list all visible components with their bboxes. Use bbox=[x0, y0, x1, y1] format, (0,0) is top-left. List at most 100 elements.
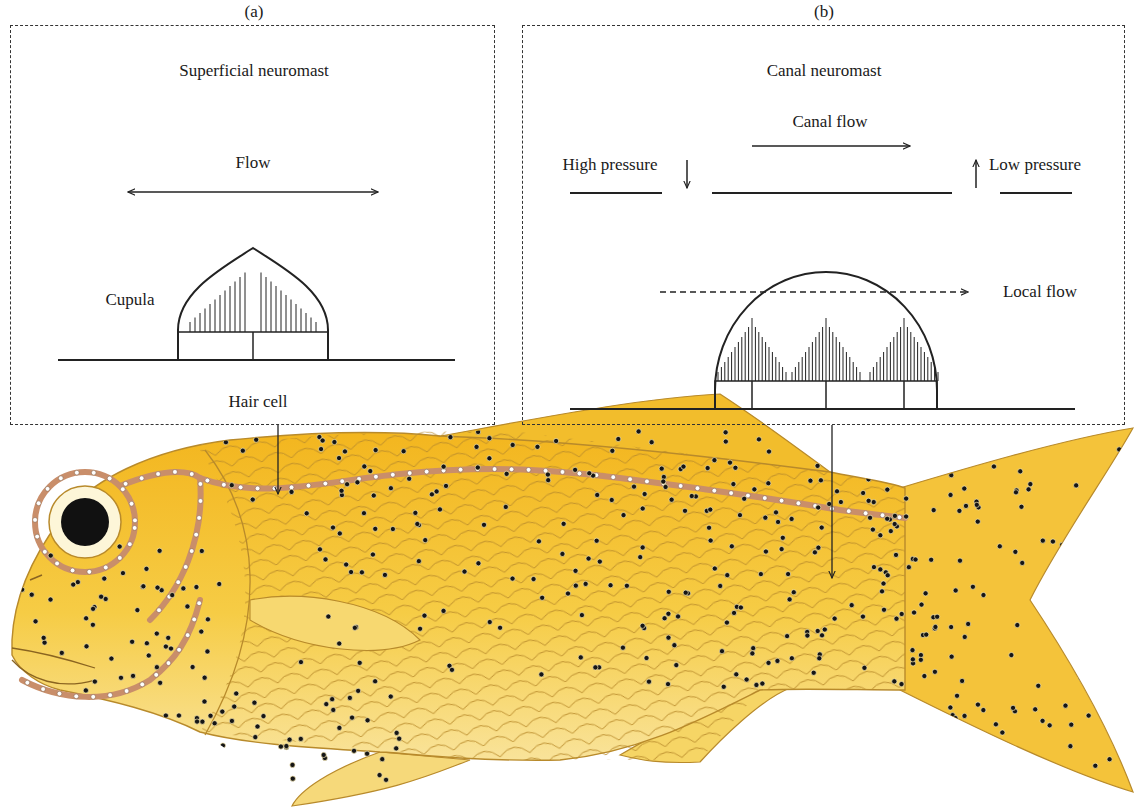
neuromast-dot bbox=[19, 587, 24, 592]
neuromast-dot bbox=[48, 597, 53, 602]
neuromast-dot bbox=[1117, 447, 1122, 452]
neuromast-dot bbox=[733, 465, 738, 470]
neuromast-dot bbox=[913, 557, 918, 562]
neuromast-dot bbox=[1033, 707, 1038, 712]
neuromast-dot bbox=[812, 438, 817, 443]
canal-pore bbox=[205, 478, 210, 483]
neuromast-dot bbox=[729, 544, 734, 549]
neuromast-dot bbox=[1013, 549, 1018, 554]
neuromast-dot bbox=[90, 622, 95, 627]
neuromast-dot bbox=[922, 673, 927, 678]
neuromast-dot bbox=[669, 497, 674, 502]
neuromast-dot bbox=[349, 715, 354, 720]
stereocilium bbox=[917, 342, 918, 381]
stereocilium bbox=[805, 352, 806, 381]
neuromast-dot bbox=[337, 725, 342, 730]
stereocilium bbox=[876, 362, 877, 381]
stereocilium bbox=[860, 372, 861, 381]
canal-pore bbox=[729, 491, 734, 496]
canal-pore bbox=[35, 534, 40, 539]
neuromast-dot bbox=[838, 499, 843, 504]
neuromast-dot bbox=[892, 513, 897, 518]
neuromast-dot bbox=[199, 629, 204, 634]
neuromast-dot bbox=[963, 455, 968, 460]
stereocilium bbox=[782, 367, 783, 381]
neuromast-dot bbox=[905, 468, 910, 473]
canal-pore bbox=[87, 569, 92, 574]
canal-pore bbox=[492, 467, 497, 472]
neuromast-dot bbox=[223, 440, 228, 445]
neuromast-dot bbox=[744, 677, 749, 682]
neuromast-dot bbox=[1107, 527, 1112, 532]
neuromast-dot bbox=[546, 478, 551, 483]
canal-wall bbox=[570, 192, 1072, 194]
neuromast-dot bbox=[481, 522, 486, 527]
neuromast-dot bbox=[28, 691, 33, 696]
stereocilium bbox=[832, 332, 833, 381]
neuromast-dot bbox=[610, 448, 615, 453]
neuromast-dot bbox=[1069, 722, 1074, 727]
neuromast-dot bbox=[289, 489, 294, 494]
neuromast-dot bbox=[819, 633, 824, 638]
neuromast-dot bbox=[388, 694, 393, 699]
hair-bundle bbox=[190, 273, 316, 333]
neuromast-dot bbox=[918, 657, 923, 662]
neuromast-dot bbox=[357, 660, 362, 665]
trunk-canal bbox=[120, 469, 905, 518]
stereocilium bbox=[205, 309, 206, 333]
neuromast-dot bbox=[955, 731, 960, 736]
neuromast-dot bbox=[962, 634, 967, 639]
stereocilium bbox=[220, 295, 221, 332]
neuromast-dot bbox=[609, 497, 614, 502]
leader-arrow bbox=[277, 425, 278, 494]
stereocilium bbox=[748, 327, 749, 381]
neuromast-dot bbox=[659, 466, 664, 471]
neuromast-dot bbox=[41, 635, 46, 640]
part-label: Flow bbox=[234, 153, 273, 173]
neuromast-dot bbox=[975, 519, 980, 524]
stereocilium bbox=[836, 337, 837, 381]
neuromast-dot bbox=[646, 679, 651, 684]
neuromast-dot bbox=[1070, 530, 1075, 535]
neuromast-dot bbox=[616, 436, 621, 441]
neuromast-dot bbox=[640, 623, 645, 628]
stereocilium bbox=[907, 327, 908, 381]
neuromast-dot bbox=[949, 654, 954, 659]
neuromast-dot bbox=[1021, 762, 1026, 767]
canal-pore bbox=[221, 482, 226, 487]
canal-pore bbox=[611, 475, 616, 480]
pressure-arrow-out bbox=[975, 160, 977, 188]
canal-pore bbox=[645, 479, 650, 484]
scale-texture bbox=[190, 420, 910, 770]
neuromast-dot bbox=[154, 665, 159, 670]
neuromast-dot bbox=[545, 472, 550, 477]
neuromast-dot bbox=[1117, 743, 1122, 748]
neuromast-dot bbox=[415, 521, 420, 526]
canal-pore bbox=[139, 476, 144, 481]
jaw-canal bbox=[22, 600, 200, 697]
canal-pore bbox=[120, 487, 125, 492]
neuromast-dot bbox=[422, 613, 427, 618]
neuromast-dot bbox=[642, 491, 647, 496]
panel-title: Canal neuromast bbox=[767, 61, 882, 81]
neuromast-b bbox=[570, 146, 1075, 409]
neuromast-dot bbox=[163, 644, 168, 649]
neuromast-dot bbox=[413, 510, 418, 515]
stereocilium bbox=[765, 342, 766, 381]
neuromast-dot bbox=[40, 701, 45, 706]
neuromast-dot bbox=[661, 479, 666, 484]
neuromast-dot bbox=[949, 473, 954, 478]
neuromast-dot bbox=[819, 525, 824, 530]
neuromast-dot bbox=[672, 643, 677, 648]
neuromast-dot bbox=[666, 635, 671, 640]
neuromast-dot bbox=[71, 582, 76, 587]
stereocilium bbox=[731, 352, 732, 381]
stereocilium bbox=[271, 282, 272, 333]
neuromast-dot bbox=[904, 496, 909, 501]
stereocilium bbox=[880, 357, 881, 381]
canal-pore bbox=[140, 682, 145, 687]
neuromast-dot bbox=[332, 439, 337, 444]
neuromast-dot bbox=[1104, 693, 1109, 698]
canal-pore bbox=[306, 483, 311, 488]
neuromast-dot bbox=[1098, 683, 1103, 688]
